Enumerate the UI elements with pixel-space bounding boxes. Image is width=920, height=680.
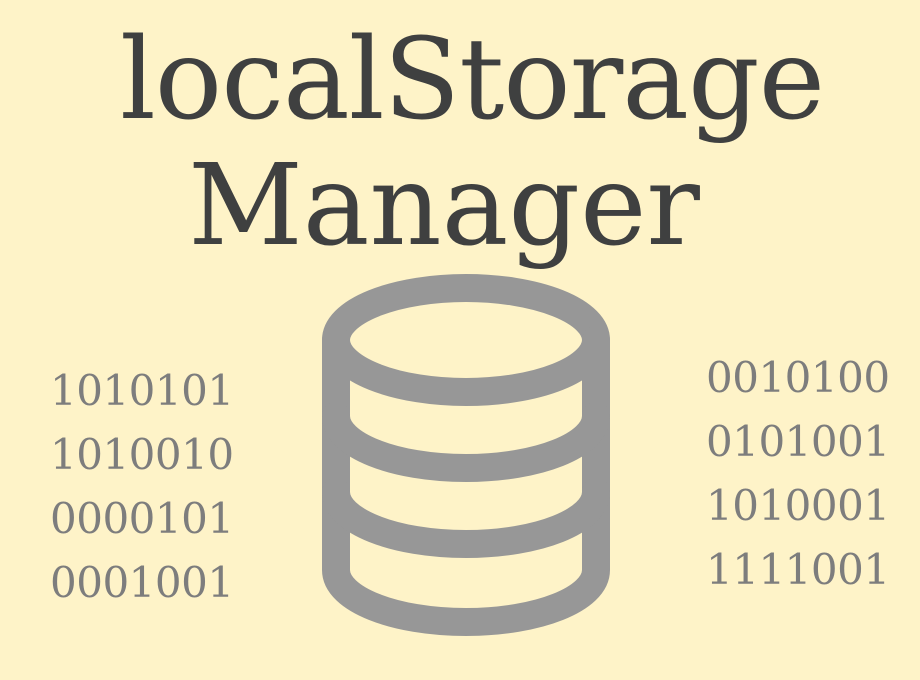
binary-column-right: 0010100 0101001 1010001 1111001 — [706, 357, 906, 613]
database-top-ellipse — [322, 274, 610, 406]
binary-row: 1010010 — [50, 430, 234, 479]
binary-row: 1111001 — [706, 545, 890, 594]
binary-row: 1010001 — [706, 481, 890, 530]
database-body — [322, 326, 610, 636]
database-icon — [322, 274, 610, 636]
title-line-2: Manager — [188, 141, 700, 271]
binary-row: 0010100 — [706, 353, 890, 402]
binary-row: 0001001 — [50, 558, 234, 607]
binary-row: 0101001 — [706, 417, 890, 466]
binary-row: 0000101 — [50, 494, 234, 543]
binary-row: 1010101 — [50, 366, 234, 415]
binary-column-left: 1010101 1010010 0000101 0001001 — [50, 370, 250, 626]
database-band-1 — [322, 402, 610, 482]
database-band-2 — [322, 478, 610, 558]
title-line-1: localStorage — [119, 15, 825, 145]
